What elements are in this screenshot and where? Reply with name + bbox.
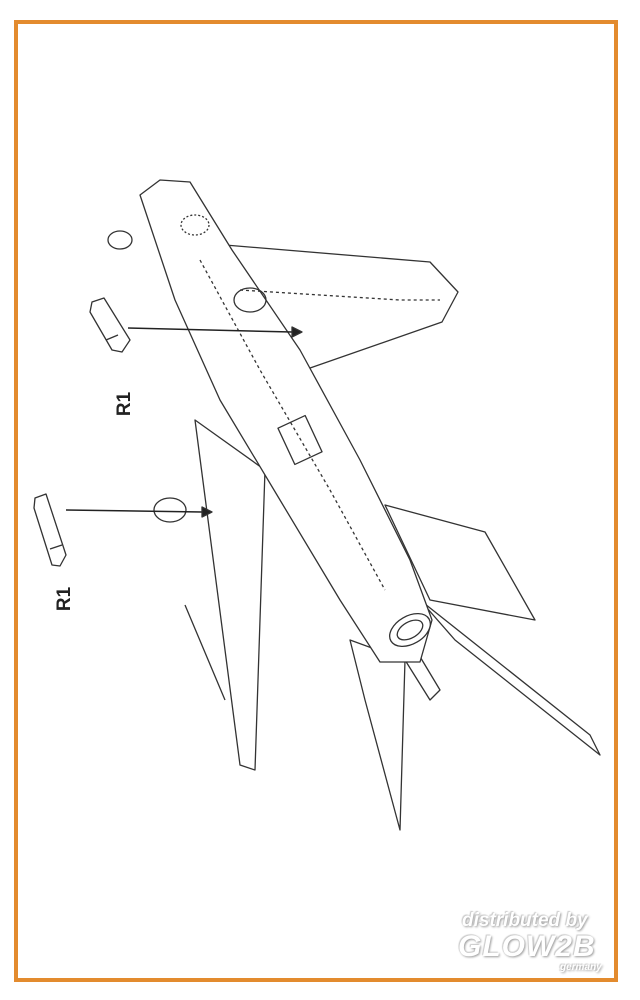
- panel-line: [199, 259, 386, 591]
- watermark-distributed-by: distributed by: [462, 910, 588, 931]
- main-wheel-left: [153, 497, 187, 523]
- panel-line: [239, 289, 440, 301]
- arrowhead-top: [291, 326, 303, 338]
- part-label-r1-top: R1: [114, 391, 136, 417]
- aircraft: [107, 179, 601, 831]
- pitot-probe: [184, 604, 226, 701]
- fuselage: [139, 179, 433, 663]
- panel: [277, 414, 323, 466]
- main-wheel-right: [233, 287, 267, 313]
- left-stabilizer: [349, 639, 406, 831]
- lower-stabilizer: [419, 599, 601, 756]
- part-label-r1-bottom: R1: [54, 586, 76, 612]
- left-wing: [194, 419, 266, 771]
- watermark-brand-logo: GLOW2B: [458, 930, 596, 963]
- drop-tank-bottom: [33, 493, 67, 567]
- drop-tank-top: [89, 297, 131, 353]
- nose-wheel: [107, 230, 133, 250]
- nose-radome: [180, 214, 210, 236]
- right-stabilizer: [384, 504, 536, 621]
- nozzle-inner: [396, 619, 424, 641]
- assembly-arrow-bottom: [65, 509, 203, 513]
- assembly-arrow-top: [127, 327, 293, 333]
- arrowhead-bottom: [201, 506, 213, 518]
- watermark-germany: germany: [560, 962, 602, 973]
- page-frame: [14, 20, 618, 982]
